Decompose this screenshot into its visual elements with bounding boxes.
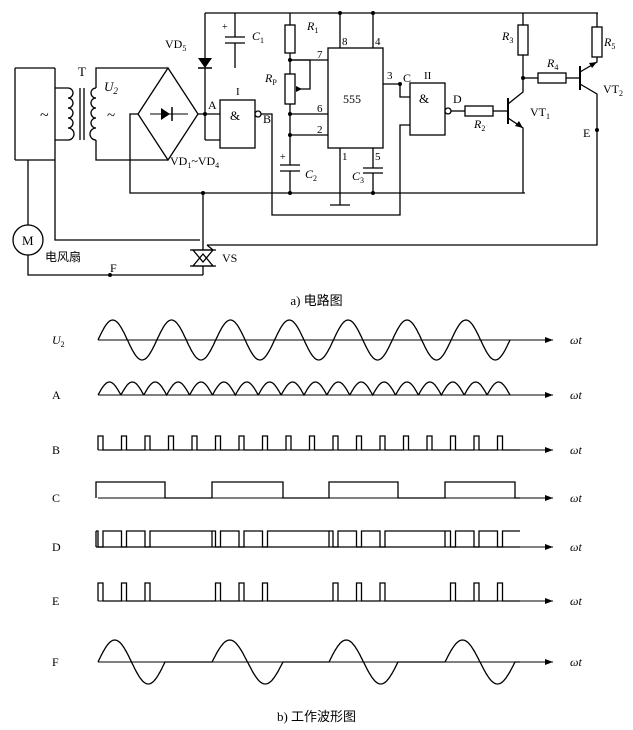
r1-label: R1 [306,19,318,35]
axis-arrow-icon [545,337,553,343]
circuit-diagram: ~ T U2 ~ VD1~VD4 VD5 + C1 A [12,11,623,277]
c2-label: C2 [305,167,317,183]
gate-2-symbol: & [419,91,429,106]
pin-1: 1 [342,151,348,163]
ic-555: 555 8 4 7 6 2 1 5 C3 3 C [317,11,411,206]
fan-label: 电风扇 [45,249,81,264]
node-d-label: D [453,92,462,106]
top-rail: VD5 + C1 [165,12,598,114]
gate-2: & II D R2 [409,70,508,136]
vs-label: VS [222,251,237,265]
secondary-tilde: ~ [107,108,115,124]
node-e-label: E [583,126,590,140]
transistor-vt1: VT1 R3 R4 [501,13,580,193]
axis-arrow-icon [545,659,553,665]
ac-source-tilde: ~ [40,107,49,124]
r4-label: R4 [546,56,558,72]
waveform-label: C [52,491,60,505]
waveform-a [97,381,511,397]
axis-arrow-icon [545,598,553,604]
c3-label: C3 [352,169,364,185]
axis-label: ωt [570,540,582,554]
timing-network: R1 RP + C2 [264,13,328,195]
transformer-label: T [78,64,86,79]
waveform-label: E [52,594,59,608]
axis-label: ωt [570,388,582,402]
axis-arrow-icon [545,495,553,501]
circuit-caption: a) 电路图 [290,293,343,308]
waveform-u2 [97,319,511,361]
axis-label: ωt [570,443,582,457]
waveform-c [95,481,520,499]
waveform-label: A [52,388,61,402]
waveform-label: D [52,540,61,554]
node-c-label: C [403,71,411,85]
rp-label: RP [264,71,277,87]
pin-2: 2 [317,124,323,136]
pin-8: 8 [342,36,348,48]
transistor-vt2: R5 VT2 E [207,13,623,246]
r3-label: R3 [501,29,513,45]
waveform-b [97,435,520,451]
ic-555-label: 555 [343,92,361,106]
bridge-label: VD1~VD4 [170,154,219,170]
waveform-e [97,582,520,602]
triac-vs: VS F M 电风扇 [12,160,237,277]
axis-label: ωt [570,491,582,505]
axis-label: ωt [570,594,582,608]
axis-label: ωt [570,655,582,669]
waveform-d [96,530,520,548]
waveform-label: B [52,443,60,457]
node-f-label: F [110,261,117,275]
axis-arrow-icon [545,447,553,453]
gate-1-symbol: & [230,108,240,123]
gate-1: A & I B [203,86,410,216]
r2-label: R2 [473,117,485,133]
waveform-f [97,639,520,685]
axis-arrow-icon [545,392,553,398]
pin-6: 6 [317,103,323,115]
vt1-label: VT1 [530,105,550,121]
axis-label: ωt [570,333,582,347]
waveform-label: F [52,655,59,669]
r5-label: R5 [603,35,615,51]
c1-plus: + [222,22,228,33]
waveform-caption: b) 工作波形图 [276,709,357,724]
pin-5: 5 [375,151,381,163]
pin-4: 4 [375,36,381,48]
vt2-label: VT2 [603,82,623,98]
c1-label: C1 [252,29,264,45]
u2-label: U2 [104,79,118,96]
transformer: T U2 ~ [54,64,150,161]
motor [12,224,44,256]
node-b-label: B [263,112,271,126]
ac-source: ~ [14,67,55,161]
motor-label: M [22,233,34,248]
waveform-label: U2 [52,333,65,349]
pin-3: 3 [387,70,393,82]
c2-plus: + [280,152,286,163]
axis-arrow-icon [545,544,553,550]
vd5-label: VD5 [165,37,186,53]
gate-1-label: I [236,86,240,98]
node-a-label: A [208,98,217,112]
gate-2-label: II [424,70,432,82]
pin-7: 7 [317,49,323,61]
